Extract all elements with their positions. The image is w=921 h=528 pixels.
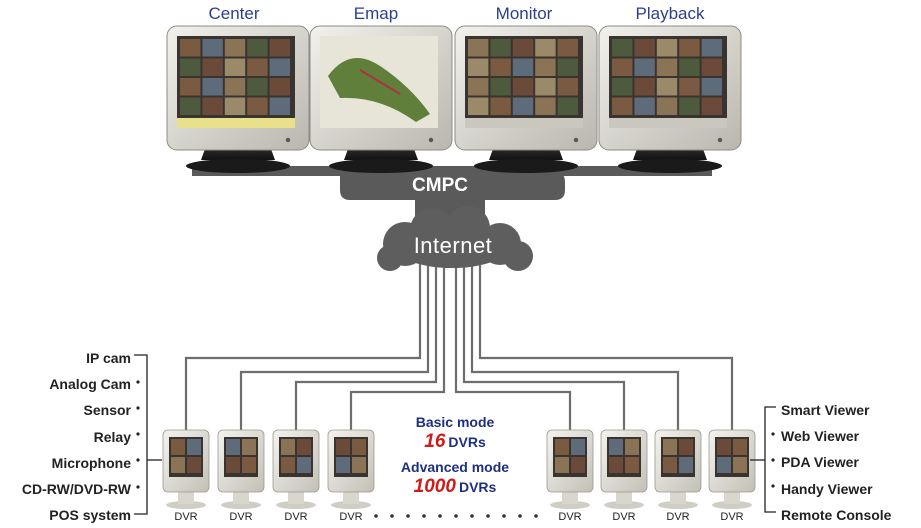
basic-mode-label: Basic mode	[415, 414, 495, 430]
viewer-handy: Handy Viewer	[781, 480, 873, 497]
dvr-monitor-5	[546, 429, 594, 509]
inputs-bracket	[134, 354, 162, 515]
basic-mode-unit: DVRs	[448, 434, 486, 450]
viewer-web: Web Viewer	[781, 428, 860, 445]
cmpc-hub	[192, 166, 712, 225]
monitor-playback	[598, 25, 742, 173]
monitor-label-monitor: Monitor	[495, 4, 553, 23]
network-connectors	[184, 258, 734, 430]
monitor-label-emap: Emap	[353, 4, 399, 23]
basic-mode-count: 16	[424, 431, 446, 452]
dvr-label-8: DVR	[720, 511, 744, 523]
viewer-pda: PDA Viewer	[781, 454, 859, 471]
internet-label: Internet	[413, 233, 493, 258]
dvr-monitor-4	[327, 429, 375, 509]
dvr-label-2: DVR	[229, 511, 253, 523]
viewer-smart: Smart Viewer	[781, 402, 870, 418]
input-analog-cam: Analog Cam	[49, 376, 131, 393]
dvr-label-3: DVR	[284, 511, 308, 523]
dvr-monitor-2	[217, 429, 265, 509]
viewer-remote-console: Remote Console	[781, 506, 892, 523]
advanced-mode-label: Advanced mode	[400, 459, 510, 475]
dvr-label-5: DVR	[558, 511, 582, 523]
dvr-monitor-1	[162, 429, 210, 509]
cmpc-label: CMPC	[412, 175, 468, 196]
viewers-bracket	[750, 406, 776, 513]
input-microphone: Microphone	[51, 454, 131, 471]
input-relay: Relay	[93, 428, 131, 445]
monitor-label-playback: Playback	[635, 4, 705, 23]
monitor-emap	[309, 25, 453, 173]
ellipsis-dots	[374, 514, 538, 518]
internet-cloud	[377, 206, 533, 271]
advanced-mode-unit: DVRs	[458, 479, 497, 495]
dvr-label-4: DVR	[339, 511, 363, 523]
viewer-list: Smart Viewer Web Viewer PDA Viewer Handy…	[781, 397, 891, 528]
dvr-monitor-8	[708, 429, 756, 509]
monitor-label-center: Center	[208, 4, 260, 23]
dvr-label-1: DVR	[174, 511, 198, 523]
advanced-mode-count: 1000	[413, 476, 456, 497]
input-device-list: IP cam Analog Cam Sensor Relay Microphon…	[22, 345, 131, 528]
input-ip-cam: IP cam	[86, 350, 131, 366]
input-cd-dvd: CD-RW/DVD-RW	[21, 480, 131, 497]
dvr-monitor-6	[600, 429, 648, 509]
monitor-monitor	[454, 25, 598, 173]
monitor-center	[166, 25, 310, 173]
dvr-label-6: DVR	[612, 511, 636, 523]
input-sensor: Sensor	[83, 402, 131, 419]
dvr-label-7: DVR	[666, 511, 690, 523]
input-pos-system: POS system	[49, 507, 131, 524]
dvr-monitor-3	[272, 429, 320, 509]
dvr-monitor-7	[654, 429, 702, 509]
